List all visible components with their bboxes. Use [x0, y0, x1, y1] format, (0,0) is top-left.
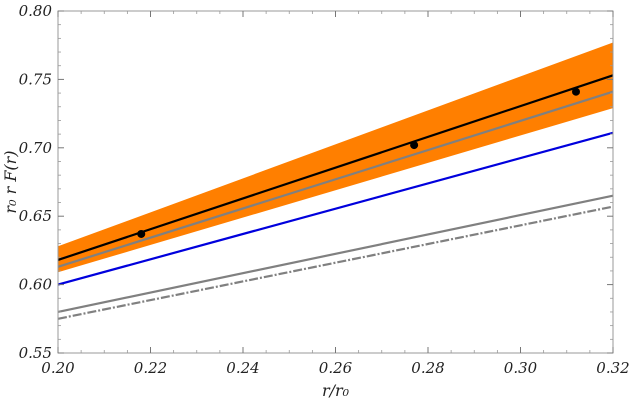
- y-axis-label: r₀ r F(r): [1, 150, 20, 213]
- x-tick-label: 0.28: [411, 359, 444, 377]
- y-tick-label: 0.60: [19, 276, 53, 294]
- y-tick-label: 0.75: [19, 70, 52, 88]
- series-line-3: [57, 131, 614, 286]
- series-line-4: [57, 194, 614, 314]
- y-tick-label: 0.70: [19, 139, 53, 157]
- x-tick-label: 0.26: [319, 359, 353, 377]
- axis-ticks: 0.20 0.22 0.24 0.26 0.28 0.30 0.32 0.55 0.60 0.65…: [19, 2, 630, 377]
- x-tick-label: 0.22: [134, 359, 167, 377]
- data-point: [137, 229, 146, 238]
- x-tick-label: 0.20: [41, 359, 75, 377]
- x-tick-label: 0.30: [504, 359, 538, 377]
- series-line-5: [57, 205, 614, 320]
- y-tick-label: 0.65: [19, 207, 52, 225]
- x-axis-label: r/r₀: [322, 381, 350, 400]
- series-line-1: [57, 74, 614, 262]
- data-point: [410, 141, 419, 150]
- y-tick-label: 0.55: [19, 344, 52, 362]
- x-tick-label: 0.32: [596, 359, 629, 377]
- x-tick-label: 0.24: [226, 359, 259, 377]
- y-tick-label: 0.80: [19, 2, 53, 20]
- plot-area: [57, 42, 614, 320]
- data-point: [572, 87, 580, 96]
- series-line-2: [57, 90, 614, 268]
